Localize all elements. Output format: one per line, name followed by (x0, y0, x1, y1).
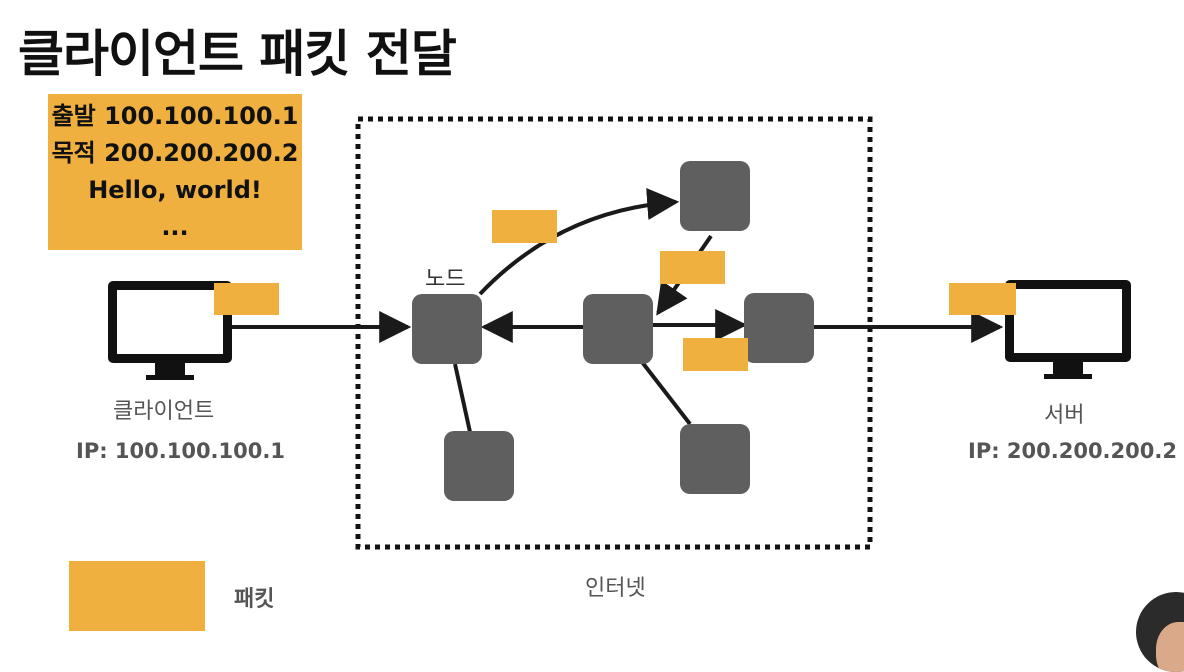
client-monitor-icon (108, 281, 232, 380)
node-bottom-right (680, 424, 750, 494)
packet-payload-line: Hello, world! (88, 176, 262, 204)
server-monitor-icon (1005, 280, 1131, 379)
node-center (583, 294, 653, 364)
node-top (680, 161, 750, 231)
node-right (744, 293, 814, 363)
server-label: 서버 (1044, 403, 1085, 428)
client-label: 클라이언트 (113, 399, 215, 424)
packet-at-server (949, 283, 1016, 315)
packet-on-curve (492, 210, 557, 243)
packet-between-top-center (660, 251, 725, 284)
internet-label: 인터넷 (585, 576, 646, 601)
center-to-bottom-right-line (640, 360, 692, 426)
packet-info-box: 출발 100.100.100.1 목적 200.200.200.2 Hello,… (48, 94, 302, 250)
node-to-bottom-left-line (453, 363, 472, 433)
packet-at-client (214, 283, 279, 315)
node-label: 노드 (425, 267, 466, 292)
packet-center-right (683, 338, 748, 371)
client-ip: IP: 100.100.100.1 (76, 439, 285, 463)
legend-packet-swatch (69, 561, 205, 631)
network-diagram (108, 116, 1131, 550)
node-left (412, 294, 482, 364)
packet-source-line: 출발 100.100.100.1 (51, 102, 299, 130)
packet-destination-line: 목적 200.200.200.2 (51, 139, 299, 167)
server-ip: IP: 200.200.200.2 (968, 439, 1177, 463)
node-to-top-arrow (478, 188, 680, 296)
legend-packet-label: 패킷 (234, 587, 275, 612)
presenter-face (1156, 622, 1184, 672)
page-title: 클라이언트 패킷 전달 (18, 25, 457, 83)
packet-ellipsis-line: ... (161, 213, 189, 241)
node-bottom-left (444, 431, 514, 501)
